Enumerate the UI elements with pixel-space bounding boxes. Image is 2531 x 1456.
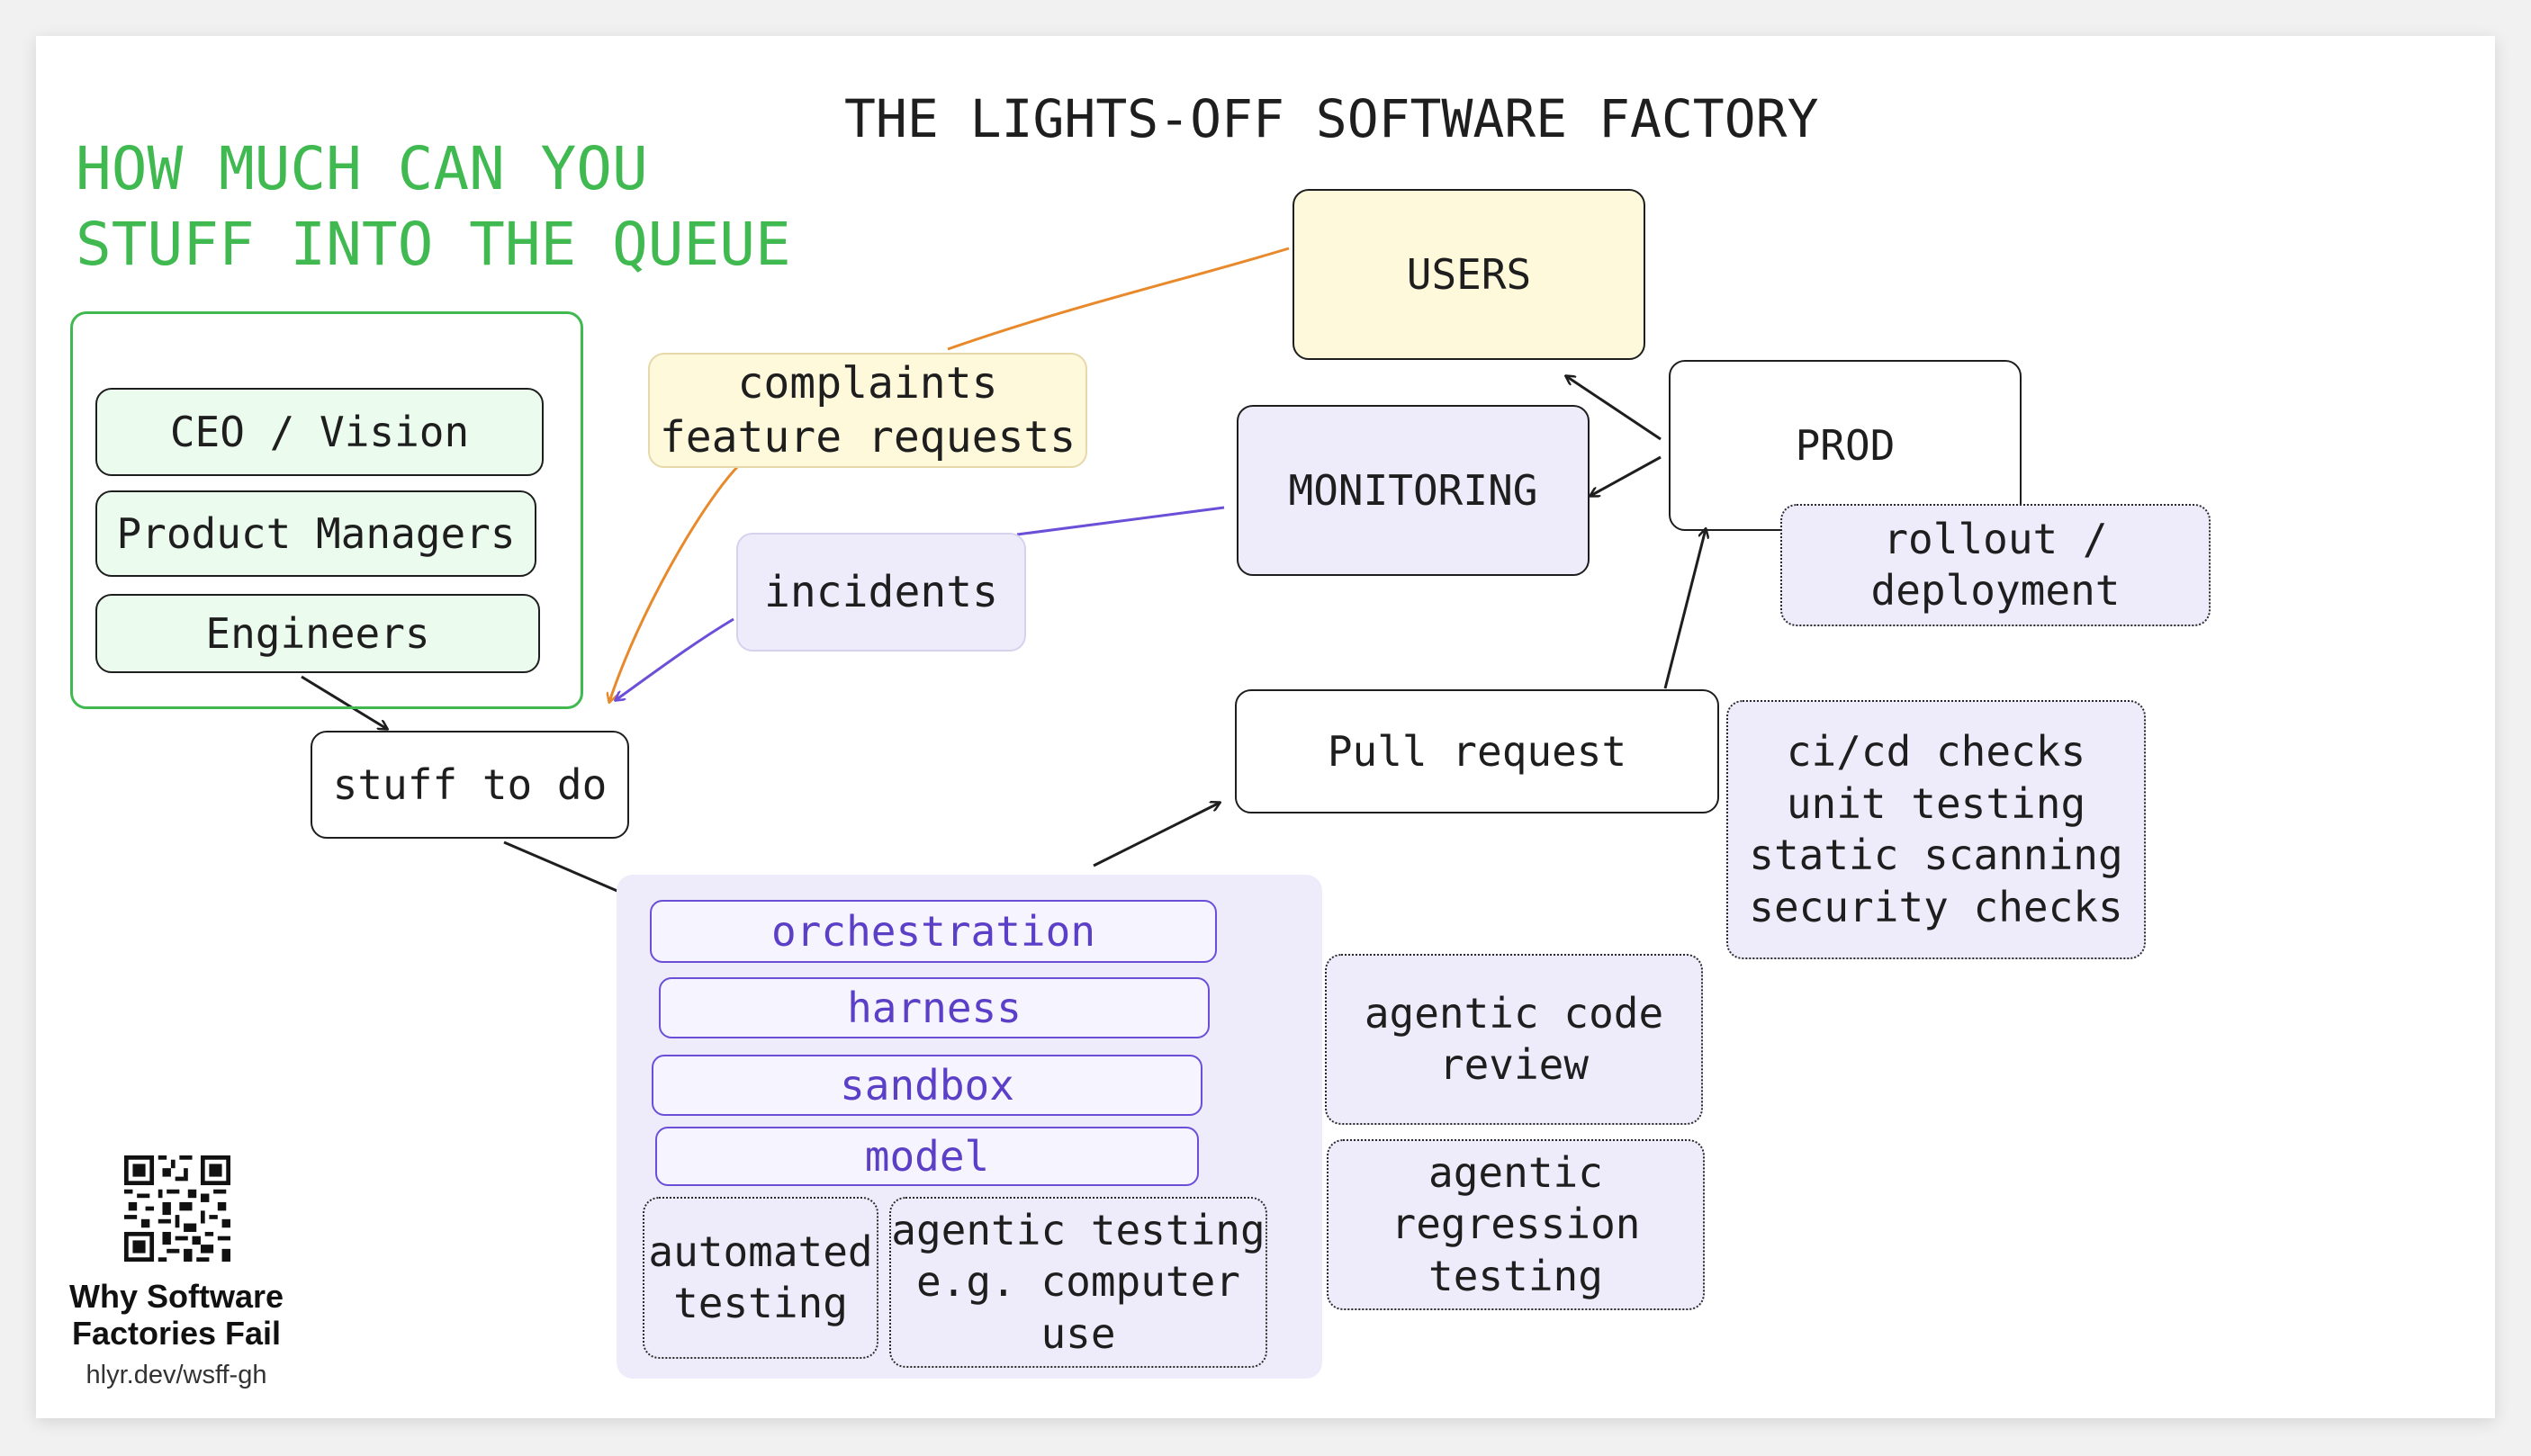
users-box: USERS xyxy=(1293,189,1645,360)
agentic-code-review-box: agentic code review xyxy=(1325,954,1703,1125)
sources-group xyxy=(70,311,583,709)
arrow-prod-to-monitoring xyxy=(1590,455,1662,496)
arrow-sources-to-stuff xyxy=(301,675,387,729)
prod-box: PROD xyxy=(1669,360,2022,531)
arrow-stack-to-pr xyxy=(1093,803,1220,867)
pull-request-box: Pull request xyxy=(1235,689,1719,813)
stack-model: model xyxy=(655,1127,1199,1186)
queue-heading: HOW MUCH CAN YOU STUFF INTO THE QUEUE xyxy=(76,134,791,279)
stack-orchestration: orchestration xyxy=(650,900,1217,963)
qr-url[interactable]: hlyr.dev/wsff-gh xyxy=(86,1361,267,1389)
stack-sandbox: sandbox xyxy=(652,1055,1202,1116)
qr-title: Why Software Factories Fail xyxy=(68,1278,284,1353)
slide: THE LIGHTS-OFF SOFTWARE FACTORY HOW MUCH… xyxy=(36,36,2495,1418)
page-title: THE LIGHTS-OFF SOFTWARE FACTORY xyxy=(844,88,1819,149)
connector-layer xyxy=(301,247,2495,1418)
monitoring-box: MONITORING xyxy=(1237,405,1590,576)
agentic-regression-testing-box: agentic regression testing xyxy=(1327,1139,1705,1310)
qr-code-icon xyxy=(124,1155,230,1262)
arrow-pr-to-prod xyxy=(1663,529,1706,689)
ci-checks-box: ci/cd checks unit testing static scannin… xyxy=(1726,700,2146,959)
source-product-managers: Product Managers xyxy=(95,490,536,577)
incidents-box: incidents xyxy=(736,533,1026,652)
stack-harness: harness xyxy=(659,977,1210,1038)
line-monitoring-to-incidents xyxy=(1016,506,1225,536)
arrow-prod-to-users xyxy=(1566,376,1662,441)
line-users-to-complaints xyxy=(947,247,1290,351)
complaints-box: complaints feature requests xyxy=(648,353,1087,468)
stuff-to-do-box: stuff to do xyxy=(311,731,629,839)
arrow-complaints-to-queue xyxy=(609,464,740,702)
agentic-testing-box: agentic testing e.g. computer use xyxy=(889,1197,1267,1368)
rollout-deployment-box: rollout / deployment xyxy=(1780,504,2211,626)
source-ceo-vision: CEO / Vision xyxy=(95,388,544,476)
automated-testing-box: automated testing xyxy=(643,1197,878,1359)
source-engineers: Engineers xyxy=(95,594,540,673)
arrow-incidents-to-queue xyxy=(616,617,734,700)
